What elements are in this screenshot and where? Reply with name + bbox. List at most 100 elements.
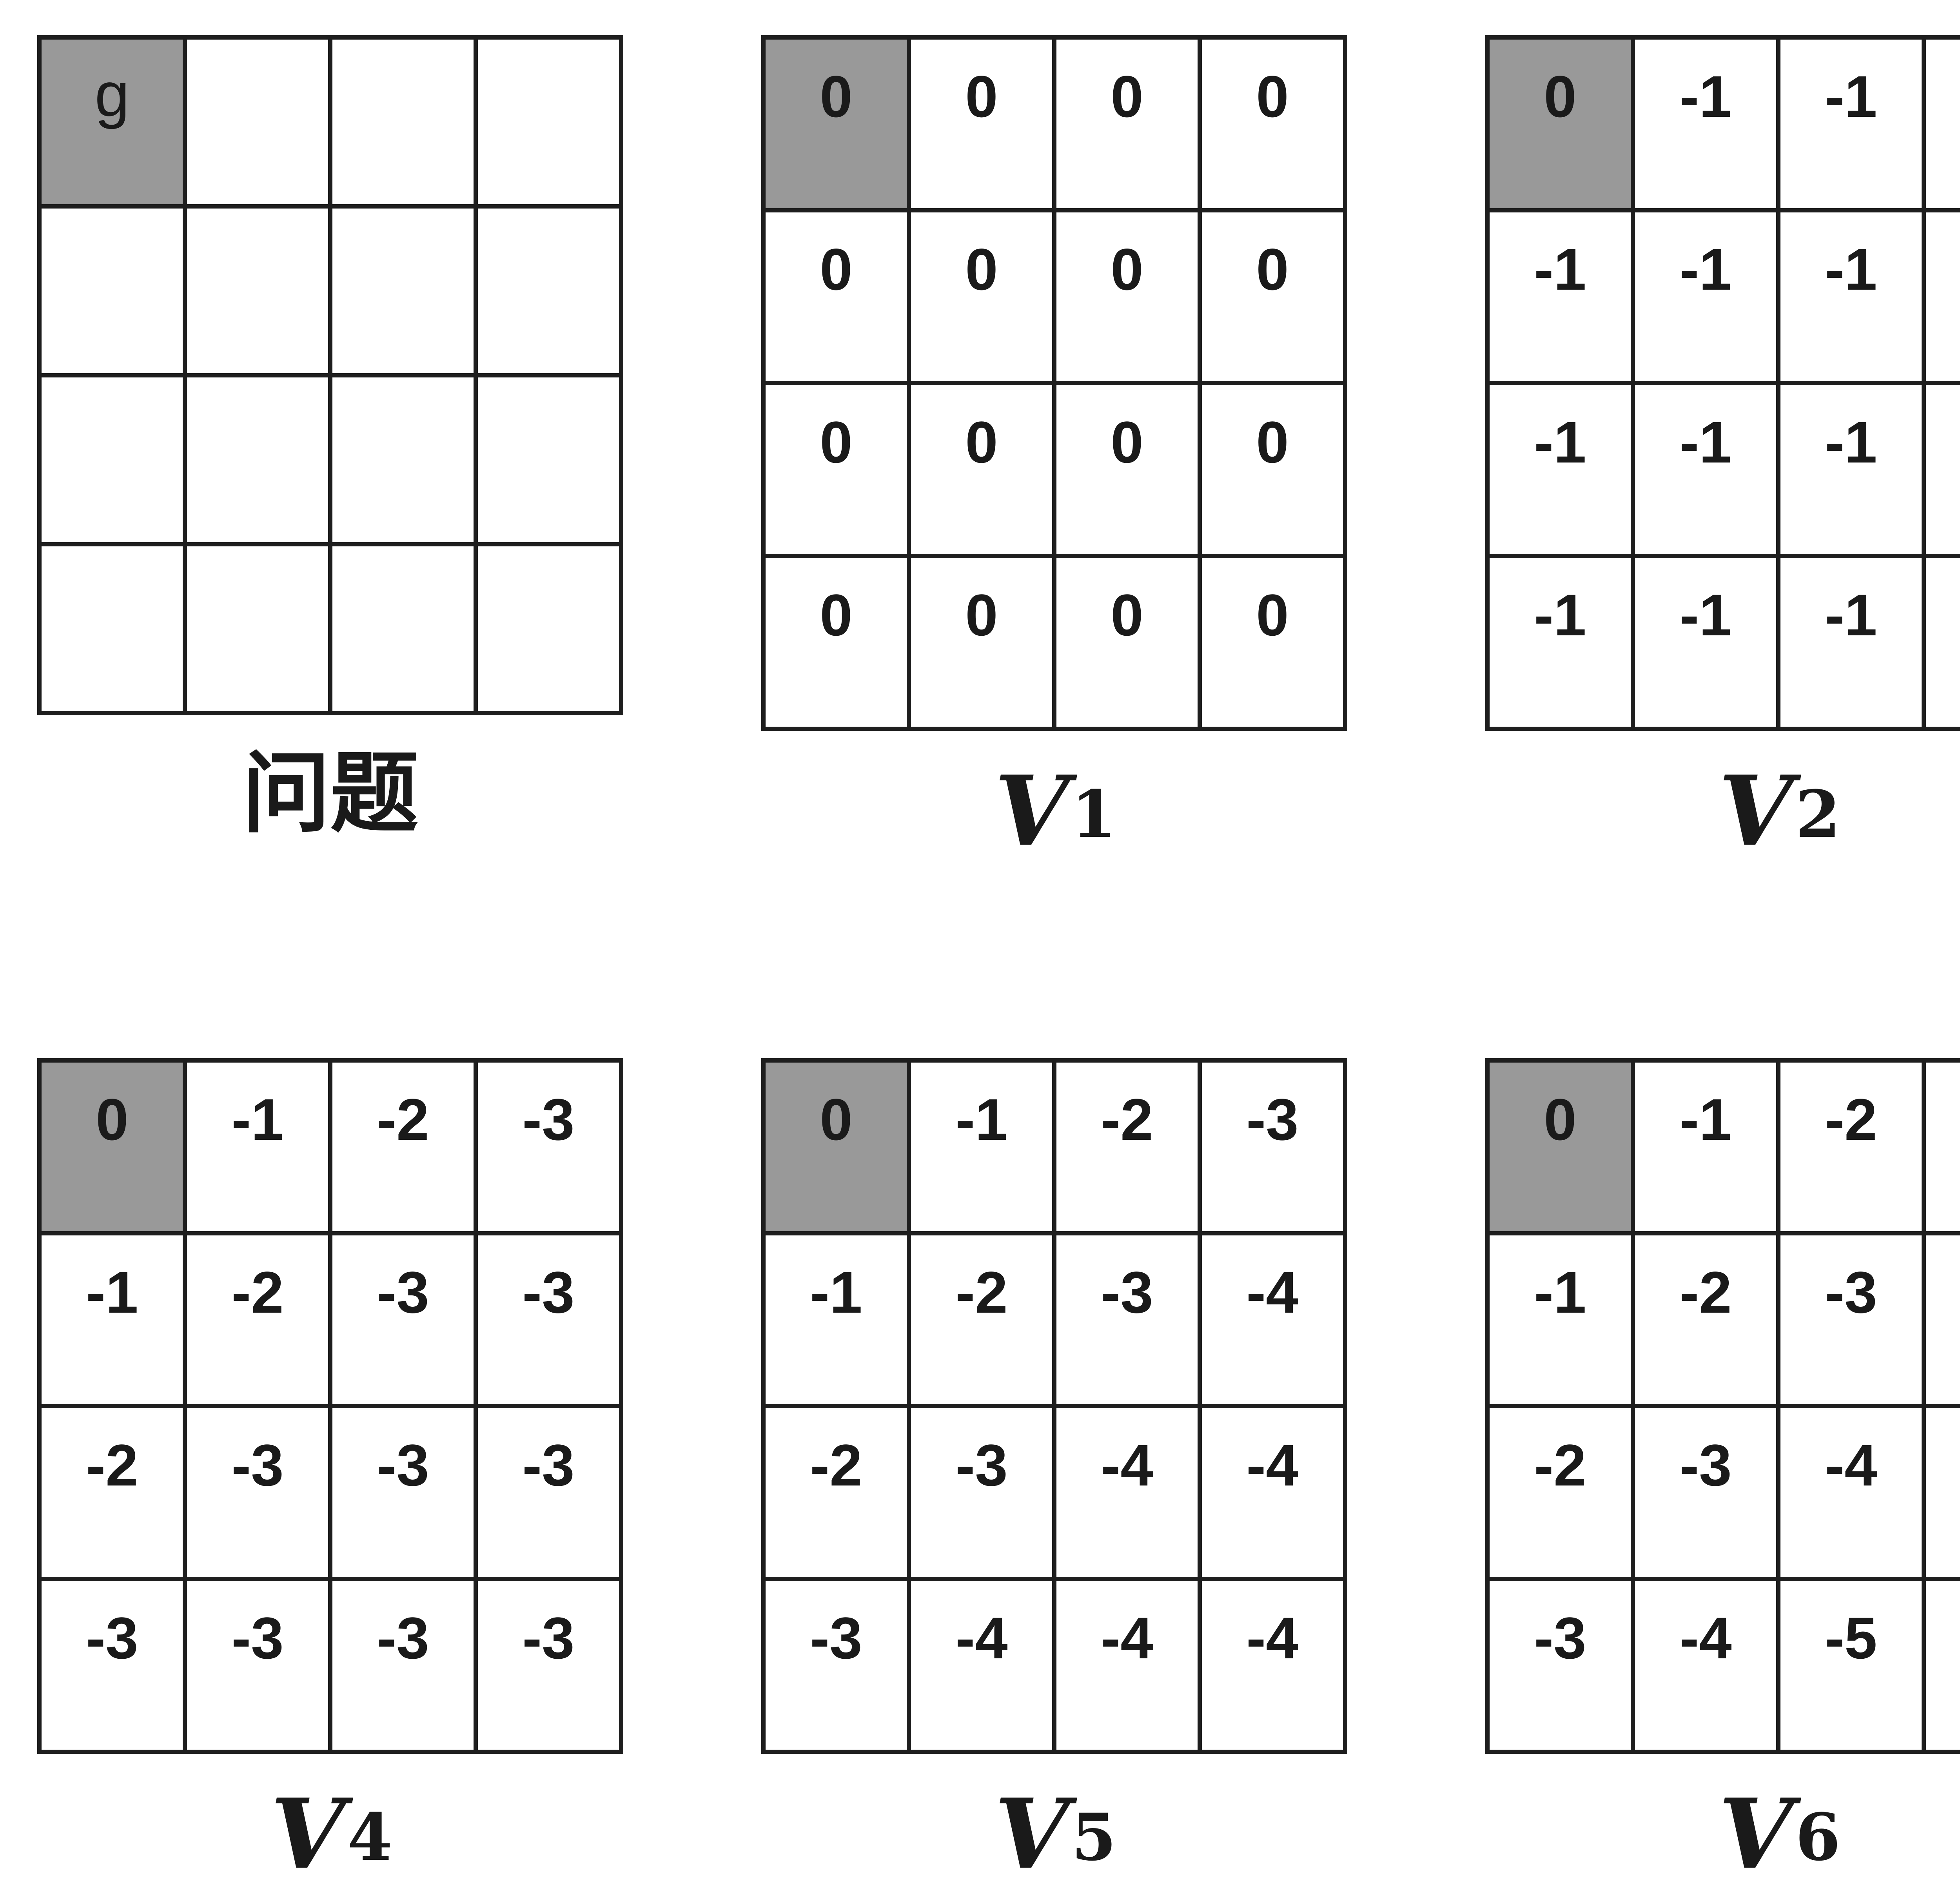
grid-cell: -2 bbox=[330, 1061, 476, 1233]
grid-cell: -3 bbox=[1054, 1233, 1200, 1406]
grid-cell bbox=[330, 207, 476, 375]
grid-cell: -2 bbox=[764, 1406, 909, 1579]
grid-cell: -1 bbox=[1779, 383, 1924, 556]
grid-cell bbox=[40, 207, 185, 375]
grid-cell: -1 bbox=[40, 1233, 185, 1406]
grid-cell: 0 bbox=[909, 38, 1054, 210]
grid-cell: 0 bbox=[909, 210, 1054, 383]
grid-cell: 0 bbox=[909, 383, 1054, 556]
grid-cell: 0 bbox=[909, 556, 1054, 729]
grid-cell: -3 bbox=[476, 1061, 621, 1233]
grid-cell: -3 bbox=[40, 1579, 185, 1752]
label-symbol: V bbox=[270, 1781, 345, 1887]
goal-cell: 0 bbox=[1488, 38, 1633, 210]
label-subscript: 5 bbox=[1071, 1805, 1116, 1870]
grid-cell bbox=[330, 375, 476, 544]
grid-row: -1-2-3-4 bbox=[764, 1233, 1345, 1406]
label-symbol: V bbox=[995, 1781, 1069, 1887]
grid-cell: -2 bbox=[40, 1406, 185, 1579]
panel-label: 问题 bbox=[242, 743, 419, 860]
grid-cell bbox=[185, 38, 330, 207]
grid-row: -1-2-3-3 bbox=[40, 1233, 621, 1406]
grid-cell: -3 bbox=[476, 1233, 621, 1406]
grid-cell: 0 bbox=[1200, 383, 1345, 556]
grid-cell: -1 bbox=[1633, 1061, 1779, 1233]
panel-v2: 0-1-1-1-1-1-1-1-1-1-1-1-1-1-1-1V2 bbox=[1485, 35, 1960, 876]
grid-cell bbox=[330, 38, 476, 207]
grid-cell: -2 bbox=[1054, 1061, 1200, 1233]
grid-cell: -1 bbox=[185, 1061, 330, 1233]
grid-row: -3-3-3-3 bbox=[40, 1579, 621, 1752]
label-subscript: 4 bbox=[347, 1805, 392, 1870]
grid-row: 0-1-2-3 bbox=[1488, 1061, 1960, 1233]
grid-cell: -3 bbox=[1779, 1233, 1924, 1406]
grid-cell: -1 bbox=[1924, 38, 1960, 210]
grid-row: -1-2-3-4 bbox=[1488, 1233, 1960, 1406]
grid-cell: -1 bbox=[1924, 210, 1960, 383]
grid-cell: -1 bbox=[1633, 556, 1779, 729]
grid-cell bbox=[330, 544, 476, 713]
label-symbol: V bbox=[1719, 758, 1793, 864]
grid-row: 0-1-1-1 bbox=[1488, 38, 1960, 210]
grid-cell: -5 bbox=[1924, 1579, 1960, 1752]
grid-cell: -1 bbox=[1779, 38, 1924, 210]
grid-row: -1-1-1-1 bbox=[1488, 383, 1960, 556]
grid-cell bbox=[40, 375, 185, 544]
grid-cell: 0 bbox=[764, 556, 909, 729]
grid-cell: -1 bbox=[1924, 383, 1960, 556]
grid-cell: -4 bbox=[1054, 1579, 1200, 1752]
grid-cell: 0 bbox=[764, 210, 909, 383]
grid-cell: 0 bbox=[1054, 38, 1200, 210]
grid-row: -2-3-4-5 bbox=[1488, 1406, 1960, 1579]
grid-cell: -3 bbox=[185, 1579, 330, 1752]
grid-cell: -5 bbox=[1924, 1406, 1960, 1579]
goal-cell: 0 bbox=[764, 38, 909, 210]
grid-row: -3-4-4-4 bbox=[764, 1579, 1345, 1752]
goal-cell: 0 bbox=[40, 1061, 185, 1233]
grid-cell bbox=[40, 544, 185, 713]
grid-cell: -1 bbox=[1488, 210, 1633, 383]
grid-cell: -1 bbox=[1779, 210, 1924, 383]
grid-cell: 0 bbox=[1200, 556, 1345, 729]
grid-cell: -1 bbox=[1924, 556, 1960, 729]
label-symbol: V bbox=[995, 758, 1069, 864]
grid-v6: 0-1-2-3-1-2-3-4-2-3-4-5-3-4-5-5 bbox=[1485, 1058, 1960, 1754]
grid-cell: -3 bbox=[1633, 1406, 1779, 1579]
grid-cell: -1 bbox=[909, 1061, 1054, 1233]
grid-cell: -1 bbox=[1488, 556, 1633, 729]
grid-v2: 0-1-1-1-1-1-1-1-1-1-1-1-1-1-1-1 bbox=[1485, 35, 1960, 731]
grid-row: -1-1-1-1 bbox=[1488, 210, 1960, 383]
grid-cell: -2 bbox=[1779, 1061, 1924, 1233]
grid-cell: -2 bbox=[1633, 1233, 1779, 1406]
grid-cell: -4 bbox=[1200, 1406, 1345, 1579]
grid-cell: 0 bbox=[1054, 210, 1200, 383]
grid-cell: -3 bbox=[330, 1579, 476, 1752]
grid-cell: -2 bbox=[1488, 1406, 1633, 1579]
grid-row bbox=[40, 544, 621, 713]
grid-cell: 0 bbox=[1054, 383, 1200, 556]
grid-cell bbox=[476, 544, 621, 713]
label-text: 问题 bbox=[242, 743, 419, 844]
grid-cell: -4 bbox=[1200, 1233, 1345, 1406]
grid-row: 0-1-2-3 bbox=[40, 1061, 621, 1233]
grid-cell: -3 bbox=[476, 1579, 621, 1752]
label-subscript: 1 bbox=[1071, 782, 1116, 847]
grid-cell bbox=[185, 207, 330, 375]
grid-cell: -1 bbox=[1633, 383, 1779, 556]
grid-cell bbox=[476, 38, 621, 207]
grid-cell: -4 bbox=[1779, 1406, 1924, 1579]
grid-cell: -3 bbox=[1924, 1061, 1960, 1233]
grid-cell: -3 bbox=[185, 1406, 330, 1579]
grid-cell: -2 bbox=[185, 1233, 330, 1406]
grid-row: -3-4-5-5 bbox=[1488, 1579, 1960, 1752]
